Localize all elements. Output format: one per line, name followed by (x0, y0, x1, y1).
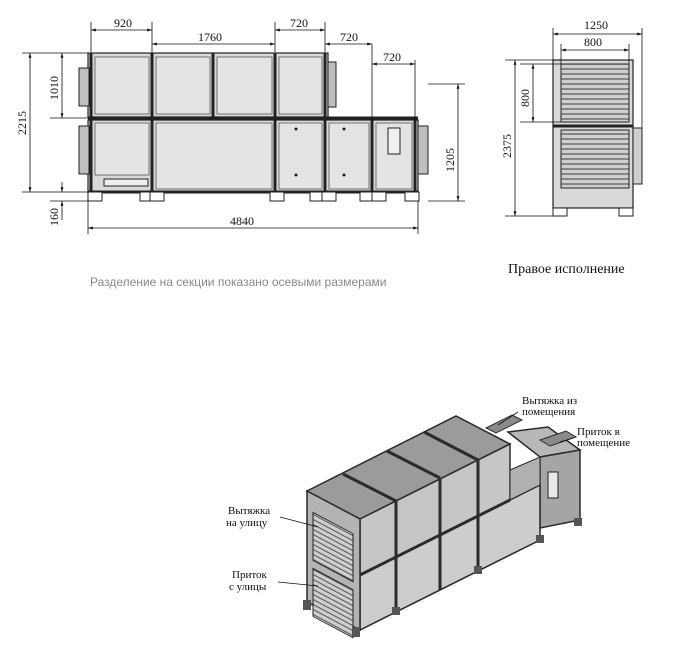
dim-1010: 1010 (47, 76, 61, 100)
label-supply-to-room-2: помещение (577, 437, 630, 449)
dim-720-c: 720 (383, 50, 401, 64)
dim-920: 920 (114, 16, 132, 30)
dim-2215: 2215 (15, 111, 29, 135)
section-split-caption: Разделение на секции показано осевыми ра… (90, 275, 387, 289)
dim-1760: 1760 (198, 30, 222, 44)
label-exhaust-to-street-1: Вытяжка (228, 505, 270, 517)
dim-4840: 4840 (230, 214, 254, 228)
dim-800-w: 800 (584, 35, 602, 49)
dim-1205: 1205 (443, 148, 457, 172)
side-view: 1250 800 800 2375 (500, 18, 643, 217)
front-view: 920 1760 720 720 720 2215 1010 160 1205 … (15, 16, 465, 234)
dim-160: 160 (47, 208, 61, 226)
label-supply-to-room-1: Приток в (577, 426, 620, 438)
label-supply-from-street-2: с улицы (229, 581, 267, 593)
dim-720-a: 720 (290, 16, 308, 30)
label-exhaust-from-room-1: Вытяжка из (522, 395, 577, 407)
label-exhaust-to-street-2: на улицу (226, 517, 268, 529)
variant-label: Правое исполнение (508, 262, 625, 277)
dim-720-b: 720 (340, 30, 358, 44)
label-exhaust-from-room-2: помещения (522, 406, 575, 418)
dim-2375: 2375 (500, 134, 514, 158)
label-supply-from-street-1: Приток (232, 569, 267, 581)
dim-1250: 1250 (584, 18, 608, 32)
isometric-view: Вытяжка из помещения Приток в помещение … (226, 395, 630, 639)
dim-800-h: 800 (518, 89, 532, 107)
